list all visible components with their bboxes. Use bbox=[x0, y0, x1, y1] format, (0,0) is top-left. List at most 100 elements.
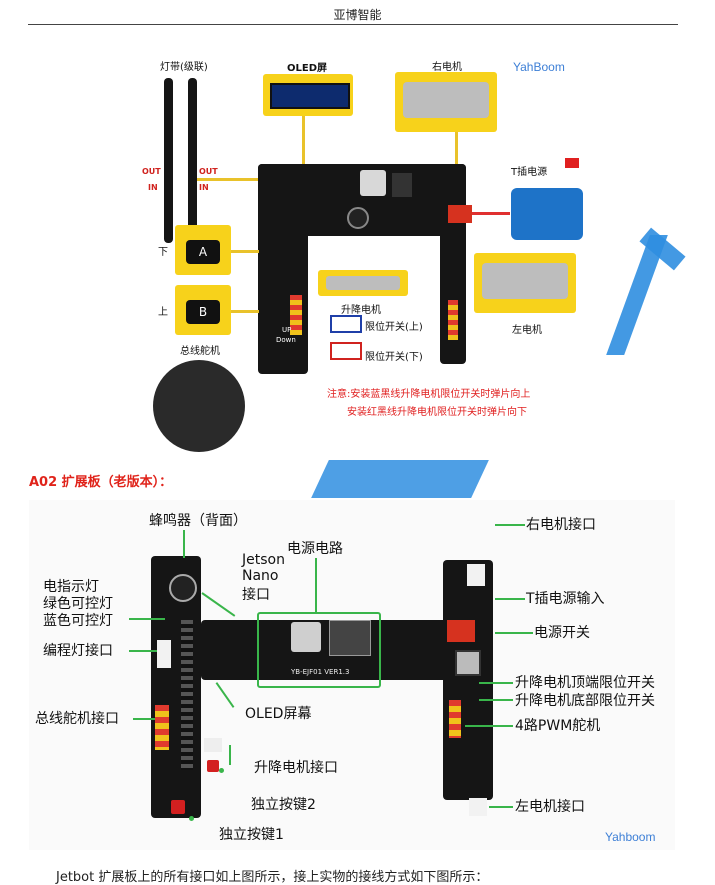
install-note-2: 安装红黑线升降电机限位开关时弹片向下 bbox=[347, 403, 527, 418]
light-strip-left bbox=[164, 78, 173, 243]
lift-bottom-limit-label: 升降电机底部限位开关 bbox=[515, 690, 655, 710]
leader-line bbox=[229, 745, 231, 765]
right-motor-connector bbox=[467, 564, 485, 586]
install-note-1: 注意:安装蓝黑线升降电机限位开关时弹片向上 bbox=[327, 385, 530, 400]
leader-line bbox=[216, 682, 235, 708]
right-motor-port-label: 右电机接口 bbox=[526, 514, 596, 534]
servo-connector-block bbox=[155, 705, 169, 750]
decor-blue-band bbox=[311, 460, 489, 498]
board-down-label: Down bbox=[276, 336, 296, 344]
board-up-label: UP bbox=[282, 326, 291, 334]
in-label-1: IN bbox=[148, 183, 158, 192]
bus-servo-label: 总线舵机 bbox=[180, 342, 220, 357]
section-title: A02 扩展板（老版本）： bbox=[29, 471, 172, 490]
light-strip-label: 灯带(级联) bbox=[160, 58, 208, 73]
board-right-strip bbox=[443, 560, 493, 800]
buzzer-label: 蜂鸣器（背面） bbox=[149, 510, 247, 530]
leader-line bbox=[495, 632, 533, 634]
battery-wire bbox=[470, 212, 510, 215]
servo-header bbox=[290, 295, 302, 335]
leader-line bbox=[201, 592, 235, 617]
leader-line bbox=[315, 558, 317, 612]
limit-switch-top bbox=[330, 315, 362, 333]
caption-text: Jetbot 扩展板上的所有接口如上图所示，接上实物的接线方式如下图所示： bbox=[56, 866, 488, 885]
leader-dot bbox=[219, 768, 224, 773]
wiring-diagram: 灯带(级联) OUT IN OUT IN OLED屏 右电机 YahBoom T… bbox=[0, 30, 715, 460]
battery bbox=[511, 188, 583, 240]
prog-led-label: 编程灯接口 bbox=[43, 640, 113, 660]
key1-label: 独立按键1 bbox=[219, 824, 284, 844]
regulator bbox=[392, 173, 412, 197]
pwm-servo-label: 4路PWM舵机 bbox=[515, 715, 600, 735]
leader-line bbox=[489, 806, 513, 808]
power-switch-red bbox=[448, 205, 472, 223]
servo-b: B bbox=[186, 300, 220, 324]
limit-bottom-label: 限位开关(下) bbox=[365, 348, 423, 363]
yahboom-logo-2: Yahboom bbox=[605, 830, 655, 844]
power-switch-label: 电源开关 bbox=[534, 622, 590, 642]
left-motor-connector bbox=[469, 798, 487, 816]
board-annotation-diagram: YB-EJF01 VER1.3 蜂鸣器（背面） 电源电路 Jetson Nano… bbox=[29, 500, 675, 850]
jetson-label-1: Jetson bbox=[242, 552, 285, 568]
out-label-2: OUT bbox=[199, 167, 218, 176]
leader-line bbox=[479, 682, 513, 684]
right-motor-label: 右电机 bbox=[432, 58, 462, 73]
down-label: 下 bbox=[158, 243, 168, 258]
key2-label: 独立按键2 bbox=[251, 794, 316, 814]
pin-header bbox=[181, 620, 193, 770]
up-label: 上 bbox=[158, 303, 168, 318]
light-strip-right bbox=[188, 78, 197, 243]
t-power-input-label: T插电源输入 bbox=[526, 588, 605, 608]
inductor bbox=[360, 170, 386, 196]
leader-line bbox=[129, 650, 157, 652]
lift-motor-label: 升降电机 bbox=[341, 301, 381, 316]
limit-switch-bottom bbox=[330, 342, 362, 360]
leader-line bbox=[133, 718, 155, 720]
leader-line bbox=[465, 725, 513, 727]
leader-line bbox=[183, 530, 185, 558]
oled-label: OLED屏 bbox=[287, 59, 327, 74]
lift-motor-connector bbox=[204, 738, 222, 752]
key1-button bbox=[171, 800, 185, 814]
leader-line bbox=[495, 524, 525, 526]
jetson-label-3: 接口 bbox=[242, 584, 270, 604]
page-header-title: 亚博智能 bbox=[0, 6, 715, 23]
left-motor-label: 左电机 bbox=[512, 321, 542, 336]
servo-wire-a bbox=[231, 250, 259, 253]
board-version-text: YB-EJF01 VER1.3 bbox=[291, 668, 349, 676]
leader-line bbox=[495, 598, 525, 600]
lift-motor-body bbox=[326, 276, 400, 290]
oled-screen bbox=[270, 83, 350, 109]
power-switch bbox=[455, 650, 481, 676]
leader-line bbox=[479, 699, 513, 701]
t-plug-input bbox=[447, 620, 475, 642]
pwm-servo-header bbox=[449, 700, 461, 738]
servo-a: A bbox=[186, 240, 220, 264]
left-motor-body bbox=[482, 263, 568, 299]
lift-motor-port-label: 升降电机接口 bbox=[254, 757, 338, 777]
t-power-label: T插电源 bbox=[511, 163, 547, 178]
right-motor-body bbox=[403, 82, 489, 118]
key2-button bbox=[207, 760, 219, 772]
capacitor-470 bbox=[169, 574, 197, 602]
oled-screen-label: OLED屏幕 bbox=[245, 703, 311, 723]
power-circuit-label: 电源电路 bbox=[287, 538, 343, 558]
pwm-header bbox=[448, 300, 458, 340]
servo-photo bbox=[153, 360, 245, 452]
limit-top-label: 限位开关(上) bbox=[365, 318, 423, 333]
header-divider bbox=[28, 24, 678, 25]
inductor-330 bbox=[291, 622, 321, 652]
capacitor bbox=[347, 207, 369, 229]
prog-led-connector bbox=[157, 640, 171, 668]
jetson-label-2: Nano bbox=[242, 568, 279, 584]
left-motor-port-label: 左电机接口 bbox=[515, 796, 585, 816]
out-label-1: OUT bbox=[142, 167, 161, 176]
leader-dot bbox=[189, 816, 194, 821]
in-label-2: IN bbox=[199, 183, 209, 192]
yahboom-logo: YahBoom bbox=[513, 60, 565, 74]
power-led-label-3: 蓝色可控灯 bbox=[43, 610, 113, 630]
t-plug bbox=[565, 158, 579, 168]
regulator-chip bbox=[329, 620, 371, 656]
leader-line bbox=[129, 618, 165, 620]
bus-servo-port-label: 总线舵机接口 bbox=[35, 708, 119, 728]
